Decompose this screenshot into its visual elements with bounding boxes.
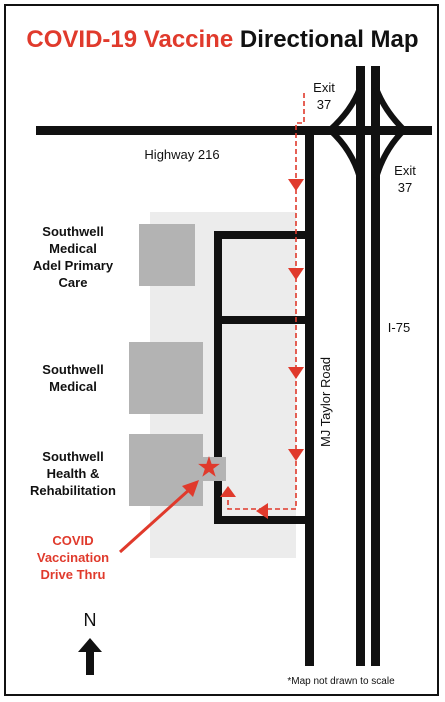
site-line1: COVID <box>52 533 93 548</box>
i75-northbound <box>371 66 380 666</box>
vaccination-site-star-icon <box>198 456 220 477</box>
drive-thru-route <box>227 93 305 510</box>
building1-line3: Adel Primary <box>33 258 114 273</box>
label-drive-thru: COVID Vaccination Drive Thru <box>37 533 109 582</box>
building-southwell-medical <box>129 342 203 414</box>
mj-taylor-road-label: MJ Taylor Road <box>318 357 333 447</box>
map-title: COVID-19 Vaccine Directional Map <box>0 26 445 54</box>
i75-label: I-75 <box>388 320 410 335</box>
highway-216-label: Highway 216 <box>144 147 219 162</box>
i75-southbound <box>356 66 365 666</box>
site-pointer-line <box>118 487 192 554</box>
building3-line1: Southwell <box>42 449 103 464</box>
exit-number-top: 37 <box>317 97 331 112</box>
highway-216-road <box>36 126 432 135</box>
mj-taylor-road <box>305 130 314 666</box>
map-frame <box>4 4 439 696</box>
site-pointer-arrowhead <box>182 480 199 497</box>
exit-label-right: Exit <box>394 163 416 178</box>
route-arrow-1 <box>288 179 304 191</box>
exit-number-right: 37 <box>398 180 412 195</box>
route-arrows <box>220 179 304 519</box>
building2-line1: Southwell <box>42 362 103 377</box>
ramp-nw <box>327 86 363 133</box>
route-arrow-up <box>220 486 236 497</box>
building1-line1: Southwell <box>42 224 103 239</box>
route-arrow-2 <box>288 268 304 280</box>
route-arrow-4 <box>288 449 304 461</box>
building3-line2: Health & <box>47 466 100 481</box>
exit-label-top: Exit <box>313 80 335 95</box>
label-adel-primary-care: Southwell Medical Adel Primary Care <box>33 224 114 290</box>
drive-west-upper <box>214 231 222 457</box>
route-arrow-3 <box>288 367 304 379</box>
site-line2: Vaccination <box>37 550 109 565</box>
label-health-rehabilitation: Southwell Health & Rehabilitation <box>30 449 116 498</box>
route-line <box>227 93 305 510</box>
ramp-se <box>373 127 407 179</box>
label-southwell-medical: Southwell Medical <box>42 362 103 394</box>
building1-line2: Medical <box>49 241 97 256</box>
north-label: N <box>84 610 97 630</box>
drive-north <box>214 231 309 239</box>
title-directional-map: Directional Map <box>239 26 419 53</box>
ramp-ne <box>373 86 407 133</box>
building2-line2: Medical <box>49 379 97 394</box>
drive-middle <box>214 316 309 324</box>
north-arrow-icon <box>78 638 102 675</box>
building-adel-primary-care <box>139 224 195 286</box>
drive-south <box>214 516 309 524</box>
title-vaccine: COVID-19 Vaccine <box>26 26 234 53</box>
scale-footnote: *Map not drawn to scale <box>287 676 395 687</box>
internal-drives <box>214 231 309 524</box>
drive-west-lower <box>214 481 222 524</box>
building3-line3: Rehabilitation <box>30 483 116 498</box>
building1-line4: Care <box>59 275 88 290</box>
ramp-sw <box>327 127 363 179</box>
route-arrow-left <box>256 503 268 519</box>
interchange-ramps <box>327 86 407 179</box>
site-line3: Drive Thru <box>40 567 105 582</box>
